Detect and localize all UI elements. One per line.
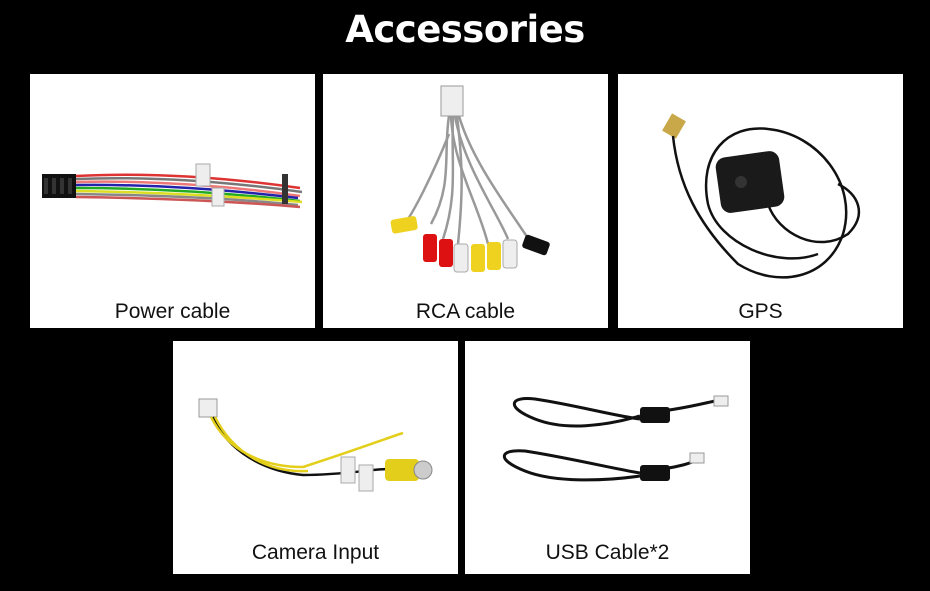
accessory-card-power-cable: Power cable bbox=[30, 74, 315, 328]
accessory-card-usb-cable: USB Cable*2 bbox=[465, 341, 750, 574]
accessory-card-rca-cable: RCA cable bbox=[323, 74, 608, 328]
accessory-label: GPS bbox=[738, 300, 783, 323]
camera-input-cable-image bbox=[198, 398, 433, 492]
accessory-label: Camera Input bbox=[251, 541, 380, 564]
accessory-label: USB Cable*2 bbox=[545, 541, 670, 564]
power-cable-image bbox=[42, 163, 303, 209]
accessory-card-gps: GPS bbox=[618, 74, 903, 328]
usb-cable-image bbox=[502, 395, 729, 482]
gps-antenna-image bbox=[662, 113, 860, 279]
accessory-label: RCA cable bbox=[415, 300, 516, 323]
rca-cable-image bbox=[390, 85, 550, 273]
accessory-card-camera-input: Camera Input bbox=[173, 341, 458, 574]
page-title: Accessories bbox=[345, 8, 585, 51]
accessory-label: Power cable bbox=[114, 300, 231, 323]
